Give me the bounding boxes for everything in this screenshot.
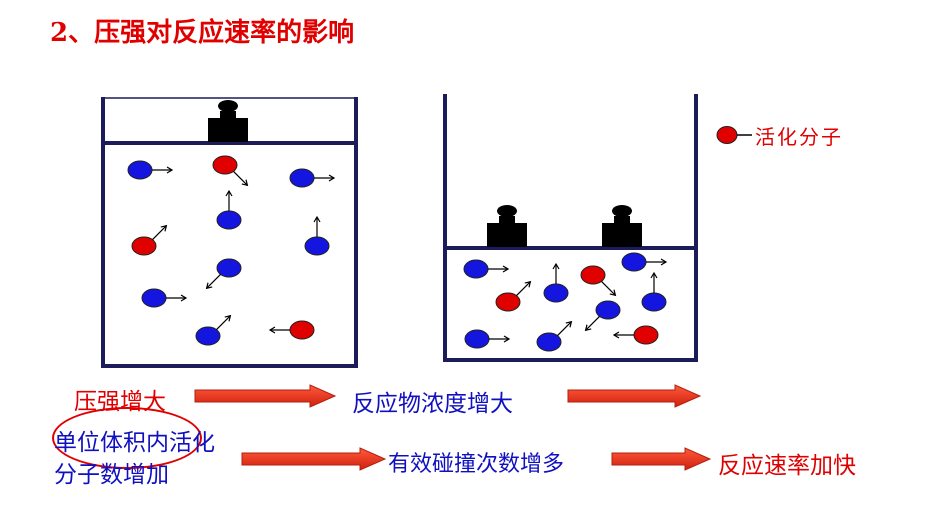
weight-icon xyxy=(208,100,248,142)
molecule xyxy=(543,283,569,303)
molecule xyxy=(195,326,221,346)
active-molecule xyxy=(289,320,315,340)
molecule xyxy=(141,288,167,308)
slide-title: 2、压强对反应速率的影响 xyxy=(50,18,355,48)
active-molecule xyxy=(633,325,659,345)
active-molecule xyxy=(580,265,606,285)
weight-icon xyxy=(487,205,527,247)
active-per-volume-line2: 分子数增加 xyxy=(54,462,169,488)
motion-arrowhead xyxy=(524,280,532,288)
motion-arrowhead xyxy=(180,294,188,302)
molecule xyxy=(641,292,667,312)
rate-increase-text: 反应速率加快 xyxy=(718,453,856,479)
molecule xyxy=(304,236,330,256)
motion-arrow xyxy=(232,170,248,186)
molecule xyxy=(289,168,315,188)
motion-arrowhead xyxy=(660,258,668,266)
molecule xyxy=(621,252,647,272)
motion-arrowhead xyxy=(166,166,174,174)
molecule xyxy=(216,210,242,230)
motion-arrowhead xyxy=(268,326,276,334)
molecule xyxy=(464,329,490,349)
effective-collisions-text: 有效碰撞次数增多 xyxy=(388,452,565,477)
molecule xyxy=(216,258,242,278)
active-per-volume-line1: 单位体积内活化 xyxy=(54,430,215,456)
legend-label: 活化分子 xyxy=(755,125,843,149)
flow-arrows xyxy=(194,384,712,471)
motion-arrowhead xyxy=(503,335,511,343)
motion-arrowhead xyxy=(650,271,658,279)
motion-arrowhead xyxy=(552,262,560,270)
motion-arrow xyxy=(515,281,531,297)
molecules xyxy=(127,155,668,352)
motion-arrowhead xyxy=(612,331,620,339)
highlight-oval xyxy=(52,407,202,469)
container-high-pressure xyxy=(443,94,698,362)
molecule xyxy=(463,259,489,279)
motion-arrowhead xyxy=(584,324,592,332)
motion-arrowhead xyxy=(502,265,510,273)
container-low-pressure xyxy=(101,97,358,368)
motion-arrowhead xyxy=(313,215,321,223)
active-molecule xyxy=(212,155,238,175)
active-molecule xyxy=(495,292,521,312)
motion-arrowhead xyxy=(160,224,168,232)
right-arrow-icon xyxy=(567,384,702,408)
active-molecule-icon xyxy=(716,126,738,144)
motion-arrowhead xyxy=(205,282,213,290)
motion-arrow xyxy=(600,280,616,296)
motion-arrow xyxy=(151,225,167,241)
legend xyxy=(716,126,752,144)
right-arrow-icon xyxy=(194,384,337,408)
molecule xyxy=(536,332,562,352)
motion-arrowhead xyxy=(224,314,232,322)
right-arrow-icon xyxy=(611,447,712,471)
motion-arrowhead xyxy=(241,179,249,187)
active-molecule xyxy=(131,236,157,256)
molecule xyxy=(127,160,153,180)
motion-arrowhead xyxy=(225,189,233,197)
motion-arrowhead xyxy=(328,174,336,182)
right-arrow-icon xyxy=(241,447,387,471)
motion-arrowhead xyxy=(609,289,617,297)
motion-arrowhead xyxy=(565,320,573,328)
motion-arrow xyxy=(585,315,601,331)
motion-arrow xyxy=(556,321,572,337)
molecule xyxy=(595,300,621,320)
motion-arrow xyxy=(206,273,222,289)
motion-arrow xyxy=(215,315,231,331)
concentration-increase-text: 反应物浓度增大 xyxy=(352,391,513,417)
weight-icon xyxy=(602,205,642,247)
